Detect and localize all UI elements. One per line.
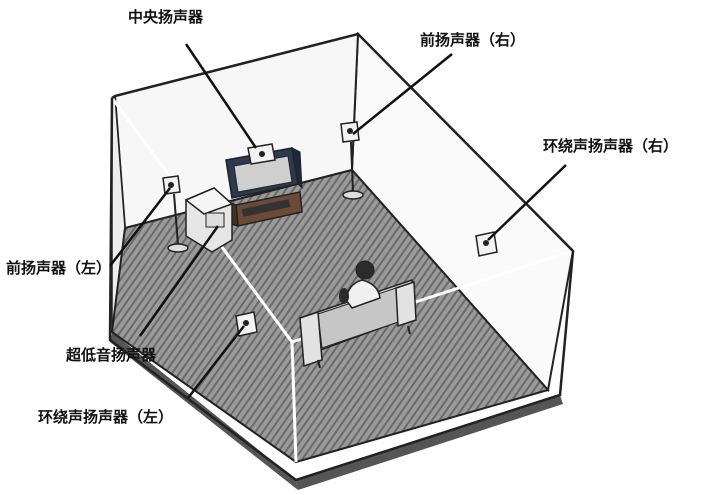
label-front-left-speaker: 前扬声器（左） <box>6 259 112 277</box>
listener <box>339 260 381 309</box>
leader-surround-right <box>487 164 567 241</box>
subwoofer <box>184 187 234 253</box>
leader-center <box>184 43 258 149</box>
front-corner-edge <box>290 341 298 463</box>
leader-front-right <box>352 53 453 135</box>
front-right-speaker <box>340 121 364 200</box>
room-shadow <box>296 395 563 490</box>
label-surround-right-speaker: 环绕声扬声器（右） <box>543 137 679 155</box>
leader-lines <box>109 43 567 399</box>
television <box>225 147 303 199</box>
sofa <box>299 278 417 369</box>
front-left-speaker <box>162 175 189 253</box>
room-outline <box>108 32 575 482</box>
center-speaker <box>247 143 276 165</box>
leader-subwoofer <box>138 225 220 337</box>
leader-front-left <box>109 187 171 267</box>
label-subwoofer: 超低音扬声器 <box>66 346 157 364</box>
leader-surround-left <box>187 325 245 399</box>
label-surround-left-speaker: 环绕声扬声器（左） <box>38 408 174 426</box>
label-front-right-speaker: 前扬声器（右） <box>420 31 526 49</box>
label-center-speaker: 中央扬声器 <box>128 8 204 26</box>
